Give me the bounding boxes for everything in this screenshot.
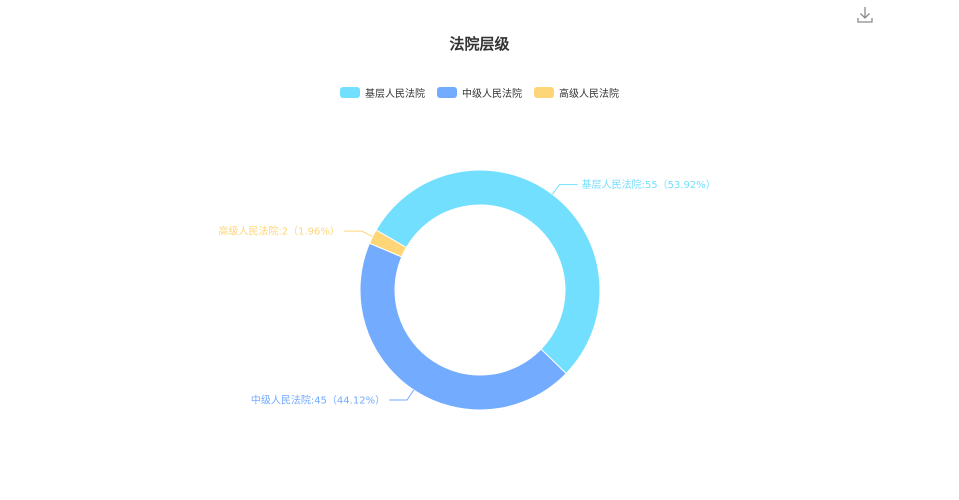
label-line-basic-court xyxy=(551,184,578,195)
pie-slice-basic-court[interactable] xyxy=(375,169,601,375)
pie-slice-intermediate-court[interactable] xyxy=(359,242,567,411)
legend-item-basic-court[interactable]: 基层人民法院 xyxy=(340,85,425,100)
legend-swatch xyxy=(437,87,457,98)
pie-slice-high-court[interactable] xyxy=(368,229,408,258)
label-line-intermediate-court xyxy=(389,389,415,401)
legend-label: 中级人民法院 xyxy=(462,89,522,100)
label-line-high-court xyxy=(343,230,373,237)
chart-title: 法院层级 xyxy=(449,35,510,53)
slice-label-high-court: 高级人民法院:2（1.96%） xyxy=(218,225,340,238)
legend-item-high-court[interactable]: 高级人民法院 xyxy=(534,85,619,100)
slice-label-intermediate-court: 中级人民法院:45（44.12%） xyxy=(251,394,385,407)
download-icon xyxy=(857,7,873,23)
download-button[interactable] xyxy=(854,4,876,26)
legend-swatch xyxy=(340,87,360,98)
slice-label-basic-court: 基层人民法院:55（53.92%） xyxy=(582,178,716,191)
legend-item-intermediate-court[interactable]: 中级人民法院 xyxy=(437,85,522,100)
legend-label: 高级人民法院 xyxy=(559,89,619,100)
legend-label: 基层人民法院 xyxy=(365,89,425,100)
chart-legend: 基层人民法院 中级人民法院 高级人民法院 xyxy=(0,85,959,100)
legend-swatch xyxy=(534,87,554,98)
